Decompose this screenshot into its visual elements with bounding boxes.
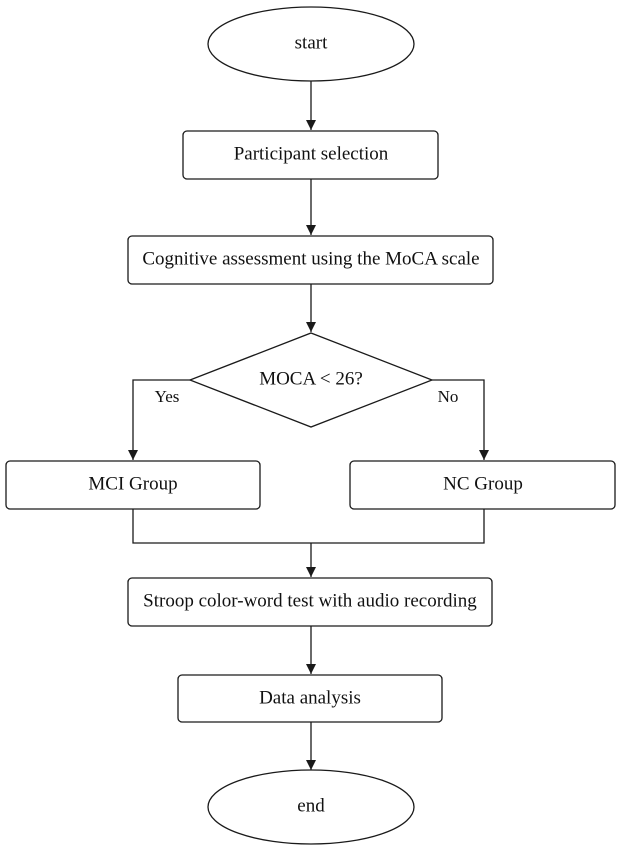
data-analysis-label: Data analysis: [259, 687, 361, 708]
merge-connector: [132, 509, 485, 544]
yes-label: Yes: [155, 387, 180, 406]
mci-group-label: MCI Group: [88, 473, 177, 494]
decision-label: MOCA < 26?: [259, 368, 363, 389]
arrow-no-to-nc: [432, 379, 489, 460]
data-analysis-node: Data analysis: [177, 674, 443, 723]
nc-group-node: NC Group: [349, 460, 616, 510]
start-label: start: [295, 32, 328, 53]
participant-selection-label: Participant selection: [234, 143, 389, 164]
cognitive-assessment-node: Cognitive assessment using the MoCA scal…: [127, 235, 494, 285]
stroop-test-label: Stroop color-word test with audio record…: [143, 590, 477, 611]
nc-group-label: NC Group: [443, 473, 523, 494]
end-label: end: [297, 795, 325, 816]
no-label: No: [438, 387, 459, 406]
stroop-test-node: Stroop color-word test with audio record…: [127, 577, 493, 627]
participant-selection-node: Participant selection: [182, 130, 439, 180]
cognitive-assessment-label: Cognitive assessment using the MoCA scal…: [142, 248, 479, 269]
start-node: start: [207, 6, 415, 82]
arrow-yes-to-mci: [128, 379, 190, 460]
decision-node: MOCA < 26?: [188, 332, 434, 428]
end-node: end: [207, 769, 415, 845]
mci-group-node: MCI Group: [5, 460, 261, 510]
